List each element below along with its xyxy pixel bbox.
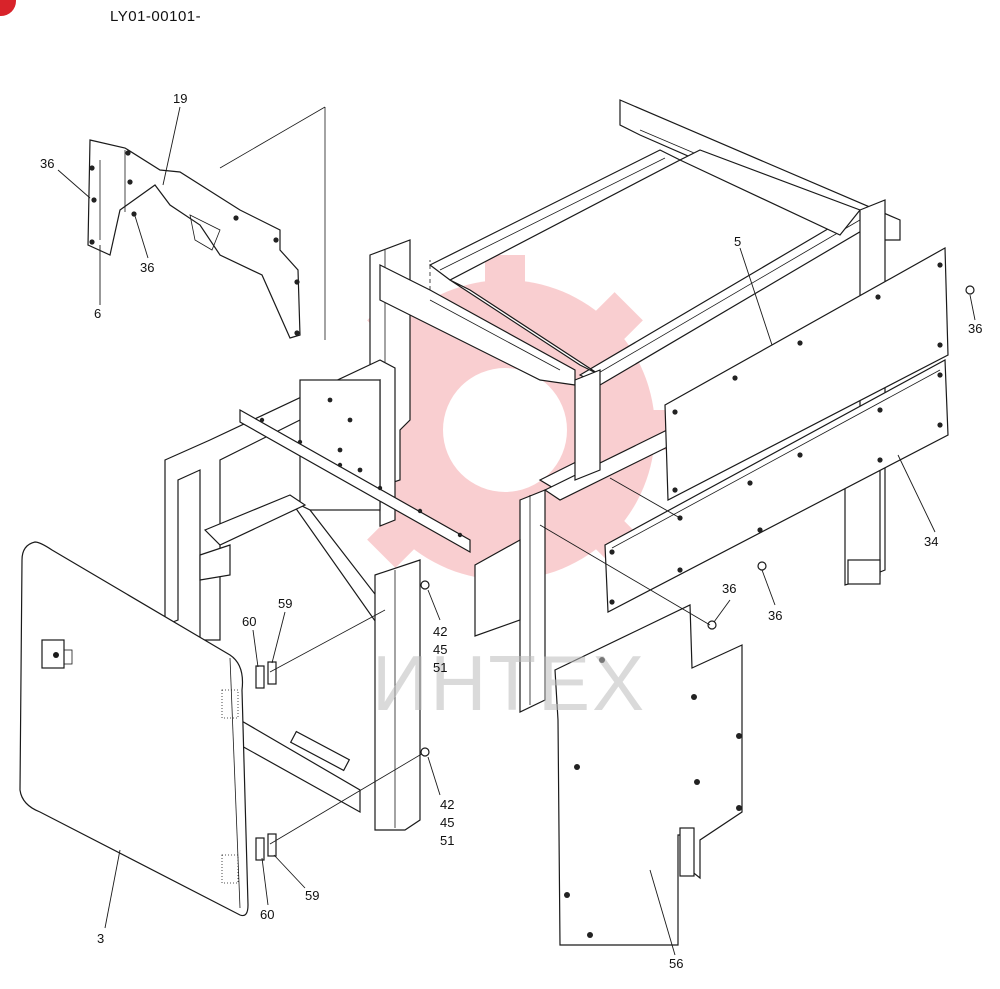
part-56-rear-panel <box>554 604 743 946</box>
callout-59: 59 <box>278 596 292 611</box>
part-19-bracket <box>87 106 326 340</box>
callout-36: 36 <box>140 260 154 275</box>
callout-labels: 19 36 36 6 5 36 34 36 36 60 59 42 45 51 … <box>40 91 982 971</box>
callout-60: 60 <box>260 907 274 922</box>
callout-51: 51 <box>433 660 447 675</box>
callout-45: 45 <box>440 815 454 830</box>
callout-36: 36 <box>722 581 736 596</box>
document-code: LY01-00101- <box>110 8 202 25</box>
callout-51: 51 <box>440 833 454 848</box>
callout-42: 42 <box>440 797 454 812</box>
callout-59: 59 <box>305 888 319 903</box>
bolt-36-c <box>757 561 767 571</box>
bolt-36-a <box>965 285 975 295</box>
callout-56: 56 <box>669 956 683 971</box>
part-5-side-panel <box>664 246 949 501</box>
callout-36: 36 <box>968 321 982 336</box>
callout-34: 34 <box>924 534 938 549</box>
callout-60: 60 <box>242 614 256 629</box>
part-34-side-panel <box>604 359 949 613</box>
hinges-lower <box>255 751 426 861</box>
watermark-text: ИНТЕХ <box>372 639 646 727</box>
bolt-42-b <box>420 747 430 757</box>
callout-36: 36 <box>768 608 782 623</box>
callout-36: 36 <box>40 156 54 171</box>
callout-19: 19 <box>173 91 187 106</box>
part-3-front-door <box>19 541 249 917</box>
leader-lines <box>57 106 976 956</box>
callout-45: 45 <box>433 642 447 657</box>
bolt-36-b <box>707 620 717 630</box>
bolt-42-a <box>420 580 430 590</box>
callout-6: 6 <box>94 306 101 321</box>
callout-3: 3 <box>97 931 104 946</box>
callout-5: 5 <box>734 234 741 249</box>
callout-42: 42 <box>433 624 447 639</box>
